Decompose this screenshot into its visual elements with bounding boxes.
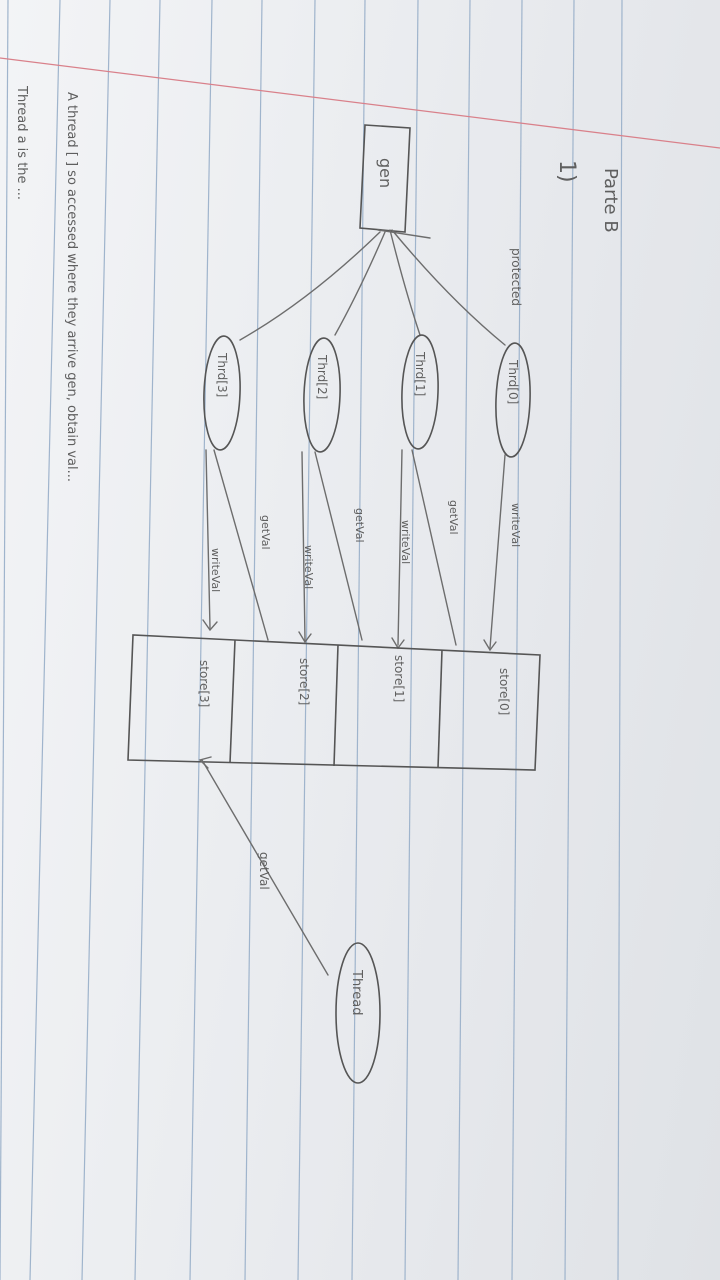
write-label-2: writeVal: [302, 545, 315, 589]
thread-to-store-arrows: [202, 449, 506, 652]
gen-to-thread-edges: [239, 229, 506, 346]
thread-label-3: Thrd[3]: [215, 352, 229, 397]
store-cell-2: store[2]: [297, 658, 311, 705]
note-line-2: Thread a is the ...: [14, 85, 29, 200]
store-cell-0: store[0]: [497, 668, 511, 715]
write-label-1: writeVal: [399, 520, 412, 564]
store-array: store[0] store[1] store[2] store[3]: [127, 634, 541, 771]
thread-node-0: Thrd[0]: [495, 342, 531, 458]
page-heading: Parte B: [600, 168, 621, 233]
cross-label-2: getVal: [259, 515, 272, 550]
cross-label-0: getVal: [447, 500, 460, 535]
thread-node-2: Thrd[2]: [303, 337, 341, 453]
store-cell-1: store[1]: [392, 655, 406, 702]
write-label-3: writeVal: [209, 548, 222, 592]
thread-label-2: Thrd[2]: [315, 354, 329, 399]
store-cell-3: store[3]: [197, 660, 211, 707]
question-number: 1): [554, 160, 579, 183]
reader-thread-node: Thread: [335, 942, 381, 1084]
margin-line: [0, 57, 720, 149]
write-label-0: writeVal: [509, 503, 522, 547]
gen-node: gen: [359, 124, 411, 233]
note-line-1: A thread [ ] so accessed where they arri…: [64, 92, 79, 482]
thread-label-0: Thrd[0]: [506, 359, 520, 404]
thread-label-1: Thrd[1]: [413, 351, 427, 396]
thread-node-1: Thrd[1]: [401, 334, 439, 450]
protected-label: protected: [509, 248, 523, 306]
gen-label: gen: [376, 158, 395, 188]
reader-thread-label: Thread: [349, 969, 364, 1015]
thread-node-3: Thrd[3]: [203, 335, 241, 451]
reader-edge-label: getVal: [257, 852, 271, 890]
cross-label-1: getVal: [353, 508, 366, 543]
reader-arrowhead: [198, 756, 212, 769]
ruled-lines: [0, 0, 623, 1280]
reader-edge: [201, 759, 329, 976]
